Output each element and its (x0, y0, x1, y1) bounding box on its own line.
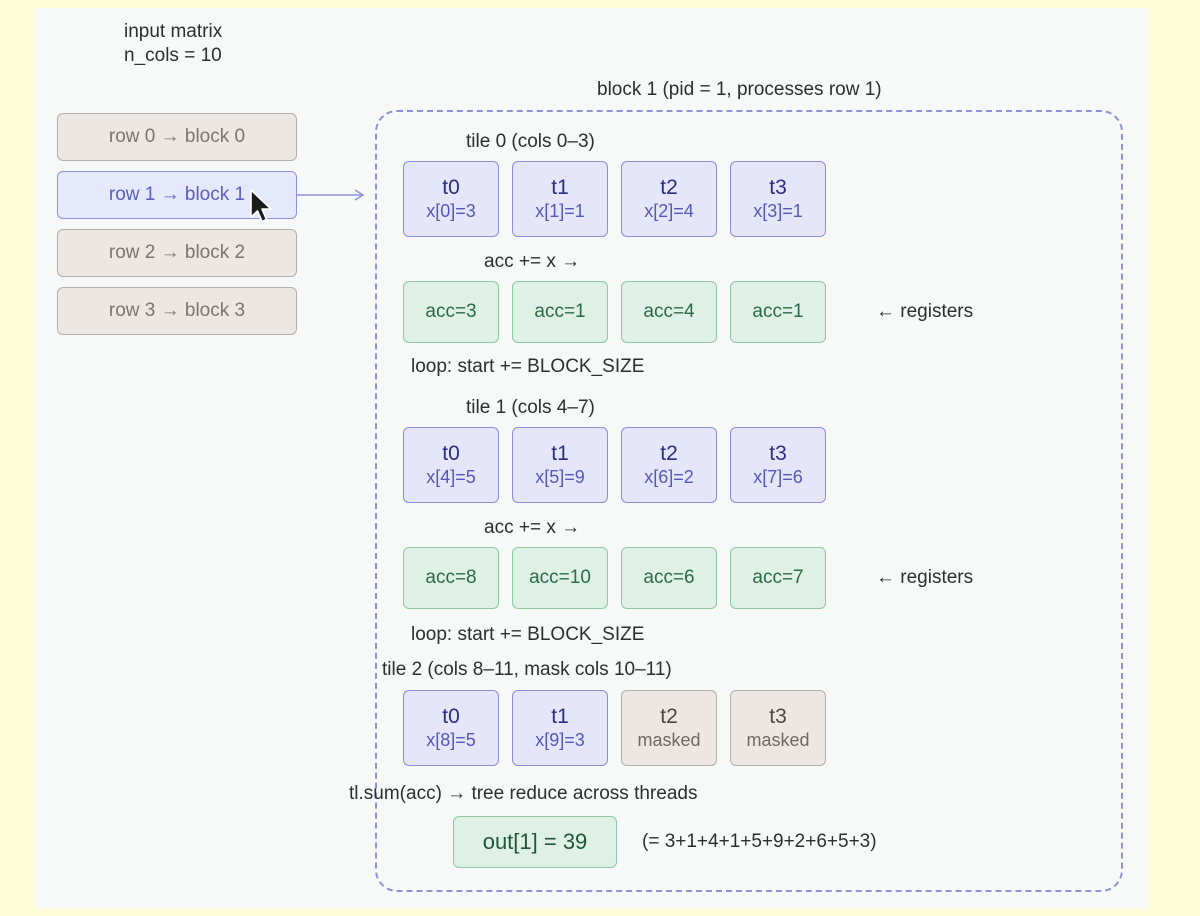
tile-2-thread-t1: t1 x[9]=3 (512, 690, 608, 766)
thread-name: t1 (551, 705, 569, 728)
thread-value: x[5]=9 (535, 467, 585, 487)
tile-1-acc-2: acc=6 (621, 547, 717, 609)
header-title: input matrix (124, 21, 223, 42)
thread-name: t0 (442, 176, 460, 199)
tile-1-thread-t0: t0 x[4]=5 (403, 427, 499, 503)
tile-0-registers-label: ← registers (876, 301, 974, 322)
row-0-button[interactable]: row 0 → block 0 (57, 113, 297, 161)
tile-0-acc-label: acc += x → (484, 251, 581, 272)
tile-2-title: tile 2 (cols 8–11, mask cols 10–11) (382, 659, 672, 680)
thread-value: x[6]=2 (644, 467, 694, 487)
tile-2-thread-t0: t0 x[8]=5 (403, 690, 499, 766)
thread-name: t1 (551, 442, 569, 465)
thread-value: x[9]=3 (535, 730, 585, 750)
row-2-label: row 2 → block 2 (108, 242, 246, 263)
output-box: out[1] = 39 (453, 816, 617, 868)
thread-value: masked (746, 730, 810, 750)
tile-0-acc-0: acc=3 (403, 281, 499, 343)
tile-1-thread-t3: t3 x[7]=6 (730, 427, 826, 503)
thread-name: t2 (660, 176, 678, 199)
tile-1-acc-0: acc=8 (403, 547, 499, 609)
thread-name: t3 (769, 442, 787, 465)
thread-name: t2 (660, 442, 678, 465)
input-matrix-header: input matrix n_cols = 10 (124, 20, 222, 68)
tile-1-acc-label: acc += x → (484, 517, 581, 538)
tile-0-acc-3: acc=1 (730, 281, 826, 343)
tile-2-thread-t2-masked: t2 masked (621, 690, 717, 766)
reduce-label: tl.sum(acc) → tree reduce across threads (349, 783, 698, 804)
header-ncols: n_cols = 10 (124, 45, 222, 66)
thread-value: x[8]=5 (426, 730, 476, 750)
tile-1-registers-label: ← registers (876, 567, 974, 588)
tile-1-acc-3: acc=7 (730, 547, 826, 609)
tile-1-thread-t2: t2 x[6]=2 (621, 427, 717, 503)
block-frame (375, 110, 1123, 892)
tile-2-thread-t3-masked: t3 masked (730, 690, 826, 766)
thread-value: x[2]=4 (644, 201, 694, 221)
tile-0-acc-2: acc=4 (621, 281, 717, 343)
tile-0-loop-label: loop: start += BLOCK_SIZE (411, 356, 645, 377)
thread-value: x[3]=1 (753, 201, 803, 221)
tile-0-acc-1: acc=1 (512, 281, 608, 343)
tile-1-thread-t1: t1 x[5]=9 (512, 427, 608, 503)
tile-1-title: tile 1 (cols 4–7) (466, 397, 595, 418)
row-3-button[interactable]: row 3 → block 3 (57, 287, 297, 335)
thread-name: t3 (769, 176, 787, 199)
tile-0-thread-t0: t0 x[0]=3 (403, 161, 499, 237)
thread-value: masked (637, 730, 701, 750)
tile-0-thread-t2: t2 x[2]=4 (621, 161, 717, 237)
tile-0-title: tile 0 (cols 0–3) (466, 131, 595, 152)
thread-name: t0 (442, 705, 460, 728)
output-sum-text: (= 3+1+4+1+5+9+2+6+5+3) (642, 831, 877, 852)
thread-name: t2 (660, 705, 678, 728)
mouse-cursor-icon (250, 189, 272, 223)
tile-0-thread-t1: t1 x[1]=1 (512, 161, 608, 237)
thread-value: x[1]=1 (535, 201, 585, 221)
tile-1-loop-label: loop: start += BLOCK_SIZE (411, 624, 645, 645)
thread-value: x[4]=5 (426, 467, 476, 487)
row-to-block-arrow (297, 189, 365, 201)
thread-name: t1 (551, 176, 569, 199)
thread-name: t3 (769, 705, 787, 728)
block-title: block 1 (pid = 1, processes row 1) (597, 79, 882, 100)
tile-1-acc-1: acc=10 (512, 547, 608, 609)
thread-name: t0 (442, 442, 460, 465)
thread-value: x[7]=6 (753, 467, 803, 487)
row-2-button[interactable]: row 2 → block 2 (57, 229, 297, 277)
row-0-label: row 0 → block 0 (108, 126, 246, 147)
row-3-label: row 3 → block 3 (108, 300, 246, 321)
tile-0-thread-t3: t3 x[3]=1 (730, 161, 826, 237)
thread-value: x[0]=3 (426, 201, 476, 221)
row-1-label: row 1 → block 1 (108, 184, 246, 205)
